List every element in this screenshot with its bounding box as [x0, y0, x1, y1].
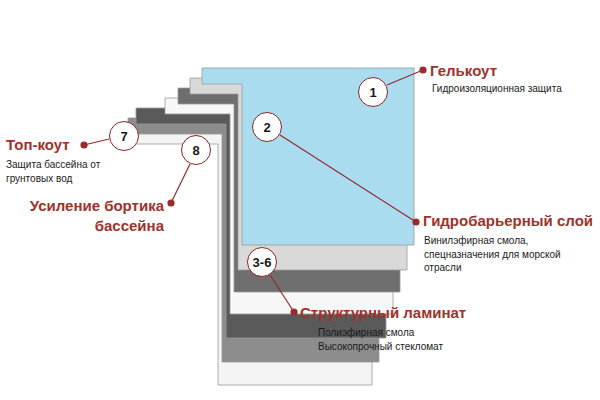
callout-number: 7: [120, 129, 127, 144]
leader-line: [270, 275, 294, 312]
leader-line: [387, 70, 423, 85]
callout-number: 3-6: [253, 255, 272, 270]
callout-number: 8: [192, 143, 199, 158]
layer-description: Защита бассейна от грунтовых вод: [6, 158, 116, 185]
layer-description: Высокопрочный стекломат: [318, 340, 443, 354]
leader-dot: [168, 200, 174, 206]
leader-dot: [413, 219, 419, 225]
callout-circle: 3-6: [247, 247, 277, 277]
layer-title: Усиление бортика бассейна: [26, 196, 164, 235]
gelcoat-layer: [202, 68, 414, 245]
layer-description: Винилэфирная смола, спецназначения для м…: [424, 234, 596, 275]
leader-line: [84, 139, 109, 145]
leader-dot: [81, 142, 87, 148]
layer-description: Гидроизоляционная защита: [432, 82, 562, 96]
callout-circle: 1: [358, 77, 388, 107]
layer-title: Гидробарьерный слой: [423, 211, 593, 231]
layer-title: Топ-коут: [6, 135, 70, 155]
callout-circle: 8: [181, 135, 211, 165]
callout-circle: 2: [252, 112, 282, 142]
callout-number: 2: [263, 120, 270, 135]
callout-circle: 7: [109, 121, 139, 151]
layer-title: Гелькоут: [430, 61, 497, 81]
leader-dot: [291, 309, 297, 315]
leader-dot: [420, 67, 426, 73]
layer-title: Структурный ламинат: [300, 303, 466, 323]
leader-line: [171, 164, 190, 203]
callout-number: 1: [369, 85, 376, 100]
leader-line: [280, 135, 416, 222]
layer-description: Полиэфирная смола: [318, 326, 414, 340]
